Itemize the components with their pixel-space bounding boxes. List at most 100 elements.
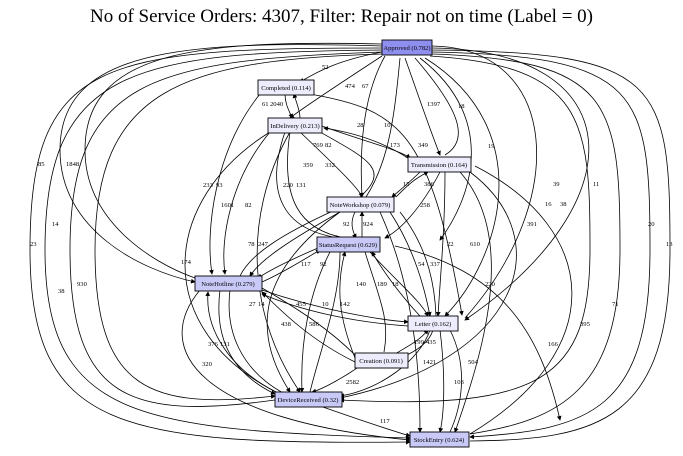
edge-label: 1601 xyxy=(221,202,234,209)
edge xyxy=(424,57,500,317)
edge-label: 220 xyxy=(283,182,294,189)
edge-label: 504 xyxy=(468,359,479,366)
node-approved[interactable]: Approved (0.782) xyxy=(381,39,433,56)
node-label: Letter (0.162) xyxy=(415,321,452,328)
edge xyxy=(209,93,261,275)
node-label: NoteHotline (0.279) xyxy=(201,281,254,288)
edge xyxy=(222,131,271,275)
edge-label: 173 xyxy=(390,142,401,149)
edge-label: 247 xyxy=(258,241,269,248)
edge xyxy=(228,289,286,395)
edge-label: 2040 xyxy=(270,101,284,108)
edge xyxy=(364,251,387,353)
edge-label: 924 xyxy=(363,221,374,228)
edge-label: 14 xyxy=(258,301,265,308)
edge xyxy=(323,126,409,159)
node-indelivery[interactable]: InDelivery (0.213) xyxy=(267,117,323,134)
edge-label: 10 xyxy=(322,301,329,308)
edge-label: 930 xyxy=(77,281,88,288)
node-noteworkshop[interactable]: NoteWorkshop (0.079) xyxy=(326,196,395,213)
edge xyxy=(454,171,492,433)
edge-label: 39 xyxy=(553,181,560,188)
edge-label: 199 xyxy=(414,339,425,346)
edge xyxy=(351,211,357,239)
edge xyxy=(431,45,537,319)
edge-label: 189 xyxy=(377,281,388,288)
edge-label: 166 xyxy=(548,341,559,348)
edge xyxy=(394,329,429,355)
edge-label: 391 xyxy=(527,221,537,228)
edge xyxy=(299,51,383,83)
edge-label: 2582 xyxy=(346,379,359,386)
edge-label: 386 xyxy=(424,181,435,188)
node-label: StockEntry (0.624) xyxy=(414,437,465,444)
edge xyxy=(284,93,294,119)
edge xyxy=(261,249,321,283)
edge xyxy=(205,291,281,395)
edge xyxy=(449,329,462,433)
node-notehotline[interactable]: NoteHotline (0.279) xyxy=(194,275,263,292)
edge-label: 93 xyxy=(216,182,223,189)
node-completed[interactable]: Completed (0.114) xyxy=(257,79,315,96)
edge xyxy=(339,329,431,398)
edge-label: 586 xyxy=(309,321,320,328)
edge xyxy=(339,55,591,403)
edge-label: 54 xyxy=(418,261,425,268)
node-stockentry[interactable]: StockEntry (0.624) xyxy=(409,431,470,448)
edge-label: 52 xyxy=(322,64,329,71)
edge xyxy=(249,211,341,277)
node-transmission[interactable]: Transmission (0.164) xyxy=(407,156,472,173)
node-label: Creation (0.091) xyxy=(359,358,403,365)
edge-label: 16 xyxy=(545,201,552,208)
node-label: DeviceReceived (0.32) xyxy=(278,397,339,404)
edge-label: 22 xyxy=(447,241,454,248)
edge xyxy=(419,57,472,241)
edge-label: 67 xyxy=(362,83,369,90)
node-label: InDelivery (0.213) xyxy=(270,123,319,130)
edge xyxy=(339,171,517,400)
edge-label: 14 xyxy=(52,221,59,228)
edge-label: 320 xyxy=(202,361,213,368)
node-devicereceived[interactable]: DeviceReceived (0.32) xyxy=(274,391,343,408)
edge-label: 1421 xyxy=(423,359,436,366)
edge xyxy=(261,291,356,363)
edge xyxy=(311,365,361,394)
edge-label: 337 xyxy=(430,261,441,268)
edges-layer xyxy=(29,42,671,445)
edge xyxy=(379,211,423,433)
edge xyxy=(371,251,421,317)
edge-label: 38 xyxy=(58,288,65,295)
edge xyxy=(181,289,411,443)
node-label: Transmission (0.164) xyxy=(411,162,467,169)
edge xyxy=(365,57,401,198)
edge xyxy=(292,93,301,119)
edge-label: 11 xyxy=(593,181,599,188)
node-creation[interactable]: Creation (0.091) xyxy=(354,352,409,369)
edge xyxy=(287,131,346,239)
edge-label: 610 xyxy=(470,241,481,248)
edge-label: 455 xyxy=(296,301,307,308)
edge xyxy=(431,53,621,435)
edge-label: 19 xyxy=(488,143,495,150)
edge-label: 359 xyxy=(303,162,314,169)
edge xyxy=(94,53,383,401)
node-letter[interactable]: Letter (0.162) xyxy=(407,315,459,332)
edge xyxy=(289,55,383,119)
edge-label: 61 xyxy=(262,101,269,108)
edge-label: 1397 xyxy=(427,101,441,108)
edge-label: 15 xyxy=(403,181,410,188)
edge-label: 474 xyxy=(345,83,356,90)
edge-label: 1848 xyxy=(66,161,80,168)
edge xyxy=(435,171,446,317)
edge-label: 769 xyxy=(313,142,324,149)
edge xyxy=(414,57,459,156)
edge-label: 349 xyxy=(418,142,429,149)
edge xyxy=(369,251,429,317)
edge xyxy=(218,289,276,395)
edge xyxy=(438,329,445,433)
node-statusrequest[interactable]: StatusRequest (0.629) xyxy=(316,236,381,253)
edge-label: 71 xyxy=(612,301,619,308)
edge-label: 92 xyxy=(320,261,327,268)
edge xyxy=(266,211,341,393)
